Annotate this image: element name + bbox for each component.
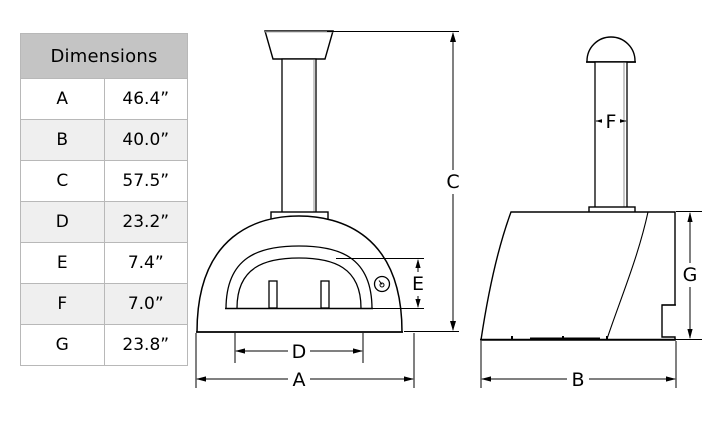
dim-label-e: E xyxy=(412,273,424,295)
dim-d-arrowhead-right xyxy=(353,348,363,354)
dim-d-label-mask xyxy=(288,339,310,363)
side-interior-contour-right xyxy=(606,211,649,340)
table-header-row: Dimensions xyxy=(20,33,188,79)
dimension-value-cell: 23.8” xyxy=(103,324,188,366)
dim-c-arrowhead-top xyxy=(450,32,456,42)
dimension-key-cell: F xyxy=(20,283,105,325)
dim-a-arrowhead-right xyxy=(404,376,414,382)
dim-label-g: G xyxy=(683,264,698,286)
front-dome-outer xyxy=(196,215,403,333)
side-base-tick-1 xyxy=(511,336,513,340)
dim-b-arrowhead-right xyxy=(666,376,676,382)
dim-c-arrowhead-bottom xyxy=(450,321,456,331)
dimension-value-cell: 46.4” xyxy=(103,78,188,120)
side-chimney-pipe xyxy=(594,61,628,211)
front-thermometer-icon xyxy=(373,275,391,293)
dim-label-a: A xyxy=(293,369,306,391)
dim-c-label-mask xyxy=(444,170,463,194)
front-thermometer-needle xyxy=(378,280,383,285)
side-body-outline xyxy=(480,211,676,341)
dimension-key-cell: C xyxy=(20,160,105,202)
dim-g-arrowhead-bottom xyxy=(687,329,693,339)
dimensions-table-title: Dimensions xyxy=(20,33,188,79)
front-thermometer-dial-center xyxy=(379,282,385,288)
dim-g-label-mask xyxy=(680,263,700,287)
side-base-tick-3 xyxy=(606,336,608,340)
dimension-value-cell: 23.2” xyxy=(103,201,188,243)
dim-label-b: B xyxy=(571,369,584,391)
side-chimney-flange xyxy=(588,206,636,216)
front-door-arch-outer xyxy=(225,245,373,310)
dim-f-arrowhead-left xyxy=(595,118,604,124)
front-chimney-flange xyxy=(270,211,329,221)
dimension-key-cell: E xyxy=(20,242,105,284)
dimensions-table-head: Dimensions xyxy=(20,33,188,79)
dimension-value-cell: 7.4” xyxy=(103,242,188,284)
dim-a-label-mask xyxy=(288,367,310,391)
dimension-value-cell: 40.0” xyxy=(103,119,188,161)
dimension-key-cell: D xyxy=(20,201,105,243)
dimension-key-cell: B xyxy=(20,119,105,161)
dim-e-label-mask xyxy=(409,272,428,296)
dimension-key-cell: G xyxy=(20,324,105,366)
side-view-drawing: F G B xyxy=(480,36,702,391)
dim-label-c: C xyxy=(446,171,459,193)
front-chimney-cap xyxy=(264,30,334,60)
front-door-arch-inner xyxy=(236,257,362,309)
side-base-tick-2 xyxy=(562,336,564,340)
dimension-value-cell: 57.5” xyxy=(103,160,188,202)
front-door-handle-right xyxy=(320,280,330,309)
dim-label-f: F xyxy=(606,111,617,133)
side-base-plate-line xyxy=(530,337,600,340)
front-view-drawing: C E D A xyxy=(195,30,463,391)
dim-e-arrowhead-bottom xyxy=(415,299,421,308)
dimension-value-cell: 7.0” xyxy=(103,283,188,325)
dim-g-arrowhead-top xyxy=(687,212,693,222)
dim-b-arrowhead-left xyxy=(481,376,491,382)
dim-b-label-mask xyxy=(567,367,589,391)
dim-f-label-mask xyxy=(602,109,620,133)
side-chimney-dome-cap xyxy=(586,36,636,63)
front-chimney-pipe xyxy=(281,58,317,215)
dim-e-arrowhead-top xyxy=(415,259,421,268)
front-door-handle-left xyxy=(268,280,278,309)
dimension-key-cell: A xyxy=(20,78,105,120)
dim-a-arrowhead-left xyxy=(196,376,206,382)
dim-f-arrowhead-right xyxy=(618,118,627,124)
dim-label-d: D xyxy=(292,341,307,363)
dim-d-arrowhead-left xyxy=(235,348,245,354)
